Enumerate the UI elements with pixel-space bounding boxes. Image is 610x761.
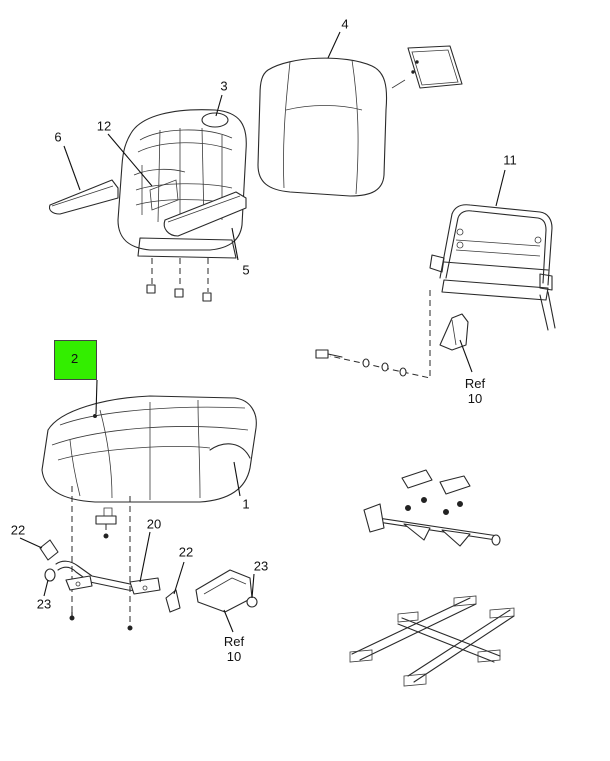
ref-right-number: 10 [467,391,483,406]
callout-2-label: 2 [71,351,79,366]
callout-4[interactable]: 4 [341,16,349,32]
callout-11[interactable]: 11 [503,152,517,168]
slide-mechanism [349,469,515,687]
callout-6[interactable]: 6 [54,129,62,145]
small-panel [391,45,463,89]
callout-5[interactable]: 5 [242,262,250,278]
callout-22-left[interactable]: 22 [10,522,26,538]
bracket-rod [39,539,258,613]
leader-lines [19,31,506,633]
highlighted-callout-2[interactable]: 2 [54,340,97,380]
ref-10-bottom[interactable]: Ref 10 [223,634,245,665]
callout-23-left[interactable]: 23 [36,596,52,612]
callout-23-right[interactable]: 23 [253,558,269,574]
callout-12[interactable]: 12 [96,118,112,134]
ref-10-right[interactable]: Ref 10 [464,376,486,407]
ref-right-label: Ref [464,376,486,392]
callout-1[interactable]: 1 [242,496,250,512]
back-cushion [257,57,388,197]
callout-22-right[interactable]: 22 [178,544,194,560]
ref-bottom-label: Ref [223,634,245,650]
seat-back-assembly [48,109,247,302]
callout-20[interactable]: 20 [146,516,162,532]
seat-cushion [41,395,257,631]
ref-bottom-number: 10 [226,649,242,664]
seat-frame [315,204,556,379]
callout-3[interactable]: 3 [220,78,228,94]
